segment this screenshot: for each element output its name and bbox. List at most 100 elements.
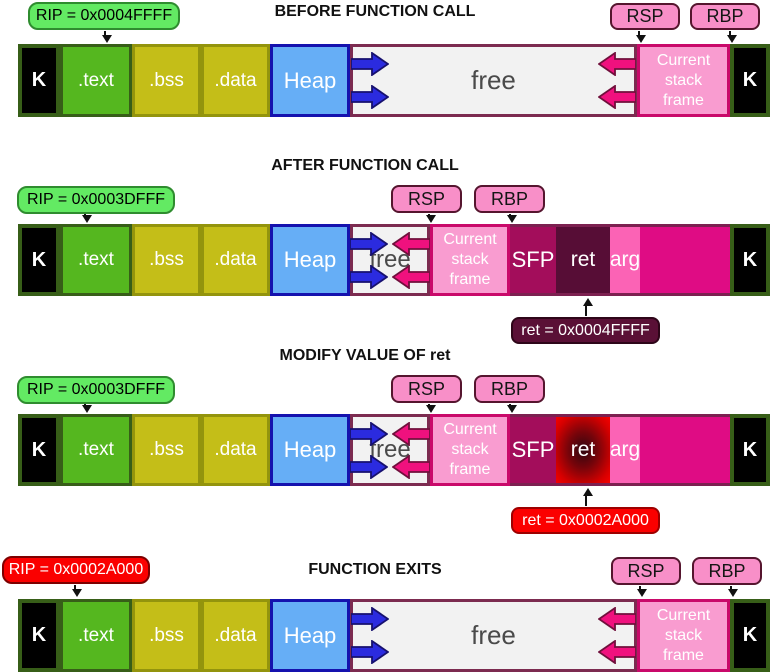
segment-bss: .bss	[132, 224, 201, 296]
segment-kernel: K	[730, 224, 770, 296]
segment-label: free	[369, 246, 411, 273]
segment-caller-frame	[640, 414, 730, 486]
segment-label: arg	[609, 248, 641, 271]
rsp-pointer-arrow-icon	[426, 404, 436, 413]
rip-pointer-arrow-icon	[82, 404, 92, 413]
segment-label: SFP	[511, 247, 555, 272]
segment-kernel: K	[18, 599, 60, 672]
rip-register-label: RIP = 0x0003DFFF	[17, 186, 175, 214]
segment-label: .data	[214, 439, 257, 460]
segment-data: .data	[201, 414, 270, 486]
segment-free: free	[350, 44, 637, 117]
rsp-register-label: RSP	[391, 375, 462, 403]
segment-label: .bss	[149, 69, 184, 91]
segment-free: free	[350, 224, 430, 296]
segment-label: Heap	[283, 437, 337, 462]
stage-title: FUNCTION EXITS	[308, 561, 442, 578]
segment-label: K	[742, 624, 758, 646]
rsp-pointer-arrow-icon	[426, 214, 436, 223]
segment-label: .bss	[149, 624, 184, 646]
stack-growth-arrows-icon	[598, 47, 636, 114]
ret-value-pointer-arrow-icon	[583, 298, 593, 316]
segment-stack-frame: Current stack frame	[637, 44, 730, 117]
segment-kernel: K	[18, 224, 60, 296]
segment-label: Heap	[283, 622, 337, 648]
stack-growth-arrows-icon	[598, 602, 636, 669]
memory-bar: K .text .bss .data Heap free Current sta…	[18, 599, 770, 672]
segment-label: .data	[214, 624, 257, 646]
segment-free: free	[350, 599, 637, 672]
segment-text: .text	[60, 414, 132, 486]
segment-arg: arg	[610, 414, 640, 486]
segment-label: ret	[570, 248, 596, 271]
segment-heap: Heap	[270, 224, 350, 296]
rip-pointer-arrow-icon	[102, 31, 112, 43]
memory-bar: K .text .bss .data Heap free Current sta…	[18, 224, 770, 296]
segment-label: .text	[78, 624, 114, 646]
stage-title: MODIFY VALUE OF ret	[279, 347, 451, 364]
segment-kernel: K	[18, 414, 60, 486]
segment-label: free	[369, 436, 411, 463]
rip-pointer-arrow-icon	[72, 585, 82, 597]
segment-label: .bss	[149, 439, 184, 460]
segment-stack-frame: Current stack frame	[430, 414, 510, 486]
segment-caller-frame	[640, 224, 730, 296]
segment-label: K	[31, 438, 47, 461]
segment-label: Current stack frame	[443, 421, 497, 478]
segment-ret: ret	[556, 224, 610, 296]
segment-data: .data	[201, 44, 270, 117]
segment-label: .text	[78, 69, 114, 91]
heap-growth-arrows-icon	[351, 602, 389, 669]
segment-heap: Heap	[270, 599, 350, 672]
ret-value-label: ret = 0x0002A000	[511, 507, 660, 534]
segment-label: .text	[78, 249, 114, 270]
rsp-register-label: RSP	[611, 557, 681, 585]
memory-bar: K .text .bss .data Heap free Current sta…	[18, 44, 770, 117]
segment-kernel: K	[730, 44, 770, 117]
rsp-register-label: RSP	[391, 185, 462, 213]
segment-label: K	[31, 69, 47, 91]
segment-label: arg	[609, 438, 641, 461]
segment-label: Current stack frame	[443, 231, 497, 288]
ret-value-pointer-arrow-icon	[583, 488, 593, 506]
heap-growth-arrows-icon	[350, 417, 388, 483]
stage-title: BEFORE FUNCTION CALL	[274, 3, 476, 20]
segment-label: free	[471, 65, 516, 95]
segment-stack-frame: Current stack frame	[637, 599, 730, 672]
rbp-pointer-arrow-icon	[727, 31, 737, 43]
segment-label: SFP	[511, 437, 555, 462]
segment-kernel: K	[18, 44, 60, 117]
segment-kernel: K	[730, 414, 770, 486]
heap-growth-arrows-icon	[350, 227, 388, 293]
segment-label: .data	[214, 69, 257, 91]
segment-label: K	[31, 248, 47, 271]
rip-register-label: RIP = 0x0002A000	[2, 556, 150, 584]
stack-growth-arrows-icon	[392, 417, 430, 483]
segment-ret-modified: ret	[556, 414, 610, 486]
segment-heap: Heap	[270, 414, 350, 486]
segment-label: K	[742, 438, 758, 461]
segment-heap: Heap	[270, 44, 350, 117]
segment-label: K	[742, 248, 758, 271]
segment-label: .bss	[149, 249, 184, 270]
rbp-pointer-arrow-icon	[728, 586, 738, 597]
segment-label: K	[31, 624, 47, 646]
segment-text: .text	[60, 599, 132, 672]
rip-register-label: RIP = 0x0004FFFF	[28, 2, 180, 30]
segment-free: free	[350, 414, 430, 486]
segment-label: Current stack frame	[656, 606, 711, 664]
segment-bss: .bss	[132, 414, 201, 486]
segment-kernel: K	[730, 599, 770, 672]
segment-label: ret	[570, 438, 596, 461]
segment-text: .text	[60, 44, 132, 117]
segment-stack-frame: Current stack frame	[430, 224, 510, 296]
rbp-register-label: RBP	[474, 375, 545, 403]
stage-title: AFTER FUNCTION CALL	[271, 157, 459, 174]
segment-label: Heap	[283, 247, 337, 272]
segment-label: .text	[78, 439, 114, 460]
segment-sfp: SFP	[510, 224, 556, 296]
